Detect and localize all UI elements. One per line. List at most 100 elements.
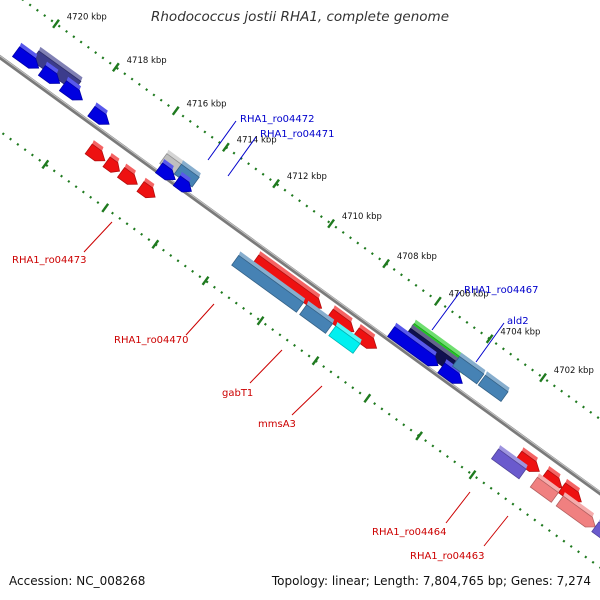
- gene-label-leader: [227, 136, 257, 177]
- gene-feature-top: [162, 159, 174, 170]
- kbp-tick-label: 4708 kbp: [397, 252, 437, 262]
- gene-feature: [529, 476, 559, 503]
- kbp-tick-mark: [201, 276, 210, 286]
- kbp-tick-mark: [256, 315, 265, 326]
- gene-feature: [437, 362, 463, 384]
- kbp-tick-mark: [101, 203, 110, 213]
- gene-feature-top: [144, 177, 155, 188]
- gene-label: gabT1: [222, 388, 253, 399]
- gene-feature-top: [563, 492, 594, 518]
- gene-features: [11, 42, 600, 539]
- gene-feature: [116, 167, 138, 185]
- gene-feature-top: [45, 61, 59, 74]
- gene-feature-top: [66, 76, 81, 91]
- gene-feature: [591, 521, 600, 539]
- gene-feature: [490, 448, 527, 480]
- gene-feature-top: [38, 46, 83, 82]
- gene-feature: [555, 495, 596, 528]
- gene-feature-top: [258, 251, 321, 299]
- kbp-tick-label: 4716 kbp: [187, 99, 227, 109]
- gene-label-leader: [291, 385, 323, 416]
- gene-feature: [231, 254, 305, 313]
- gene-label: RHA1_ro04471: [260, 129, 335, 140]
- kbp-tick-mark: [221, 142, 230, 152]
- gene-feature: [451, 355, 485, 385]
- kbp-tick-mark: [485, 334, 494, 344]
- gene-feature-top: [537, 473, 560, 493]
- gene-label: RHA1_ro04472: [240, 114, 315, 125]
- gene-feature-top: [521, 447, 538, 462]
- kbp-tick-mark: [363, 393, 372, 404]
- gene-feature-top: [306, 300, 335, 324]
- gene-label-leader: [431, 291, 461, 331]
- kbp-tick-label: 4720 kbp: [67, 12, 107, 22]
- gene-feature-top: [238, 251, 306, 303]
- kbp-tick-mark: [539, 372, 547, 383]
- gene-feature-top: [547, 466, 561, 479]
- gene-label: RHA1_ro04470: [114, 335, 189, 346]
- kbp-tick-mark: [41, 159, 50, 170]
- kbp-tick-label: 4706 kbp: [449, 290, 489, 300]
- gene-feature: [136, 181, 156, 199]
- gene-feature-top: [565, 478, 580, 493]
- gene-feature-top: [180, 171, 191, 183]
- gene-feature: [87, 105, 110, 125]
- gene-feature-top: [92, 140, 104, 152]
- kbp-tick-mark: [433, 296, 442, 306]
- gene-label: ald2: [507, 316, 529, 327]
- gene-feature: [172, 175, 192, 193]
- gene-feature-top: [181, 160, 201, 178]
- gene-label-leader: [445, 491, 471, 524]
- gene-feature-top: [19, 42, 38, 59]
- kbp-tick-label: 4702 kbp: [554, 366, 594, 376]
- gene-label-leader: [475, 322, 505, 363]
- gene-feature: [387, 326, 439, 367]
- accession-text: Accession: NC_008268: [9, 574, 146, 588]
- gene-feature: [37, 65, 61, 84]
- kbp-tick-mark: [111, 62, 120, 73]
- kbp-tick-mark: [468, 469, 477, 480]
- gene-feature-top: [333, 305, 353, 323]
- gene-feature: [154, 162, 176, 181]
- gene-feature: [102, 156, 120, 173]
- gene-feature-top: [459, 352, 486, 375]
- kbp-tick-label: 4714 kbp: [237, 136, 277, 146]
- gene-feature: [84, 143, 106, 162]
- gene-label: RHA1_ro04464: [372, 527, 447, 538]
- kbp-tick-mark: [171, 106, 180, 116]
- gene-feature-top: [359, 324, 376, 339]
- gene-feature: [11, 46, 40, 69]
- gene-label-leader: [207, 120, 237, 161]
- gene-feature-top: [414, 319, 473, 365]
- map-title: Rhodococcus jostii RHA1, complete genome: [151, 9, 449, 25]
- gene-feature-top: [166, 149, 185, 166]
- kbp-tick-mark: [311, 355, 320, 366]
- gene-feature: [328, 325, 361, 354]
- gene-label: mmsA3: [258, 419, 296, 430]
- gene-feature: [477, 374, 509, 403]
- gene-feature-top: [394, 322, 437, 357]
- genome-backbone: [0, 54, 600, 496]
- gene-feature: [299, 304, 334, 334]
- gene-feature-top: [94, 102, 108, 115]
- tick-lane-upper: [21, 0, 600, 421]
- genome-summary-text: Topology: linear; Length: 7,804,765 bp; …: [271, 574, 591, 588]
- gene-feature-top: [335, 322, 362, 344]
- genome-backbone-highlight: [0, 55, 600, 493]
- kbp-tick-label: 4718 kbp: [127, 56, 167, 66]
- gene-label-leader: [185, 303, 215, 336]
- kbp-tick-label: 4710 kbp: [342, 212, 382, 222]
- gene-label: RHA1_ro04463: [410, 551, 485, 562]
- gene-feature-top: [410, 324, 463, 365]
- gene-feature-top: [124, 163, 136, 175]
- gene-label-leader: [483, 515, 509, 547]
- kbp-tick-mark: [151, 239, 160, 250]
- gene-label-leader: [249, 349, 283, 384]
- kbp-tick-mark: [415, 431, 424, 441]
- gene-feature: [58, 80, 83, 101]
- kbp-tick-mark: [382, 258, 390, 269]
- gene-feature-top: [110, 153, 120, 163]
